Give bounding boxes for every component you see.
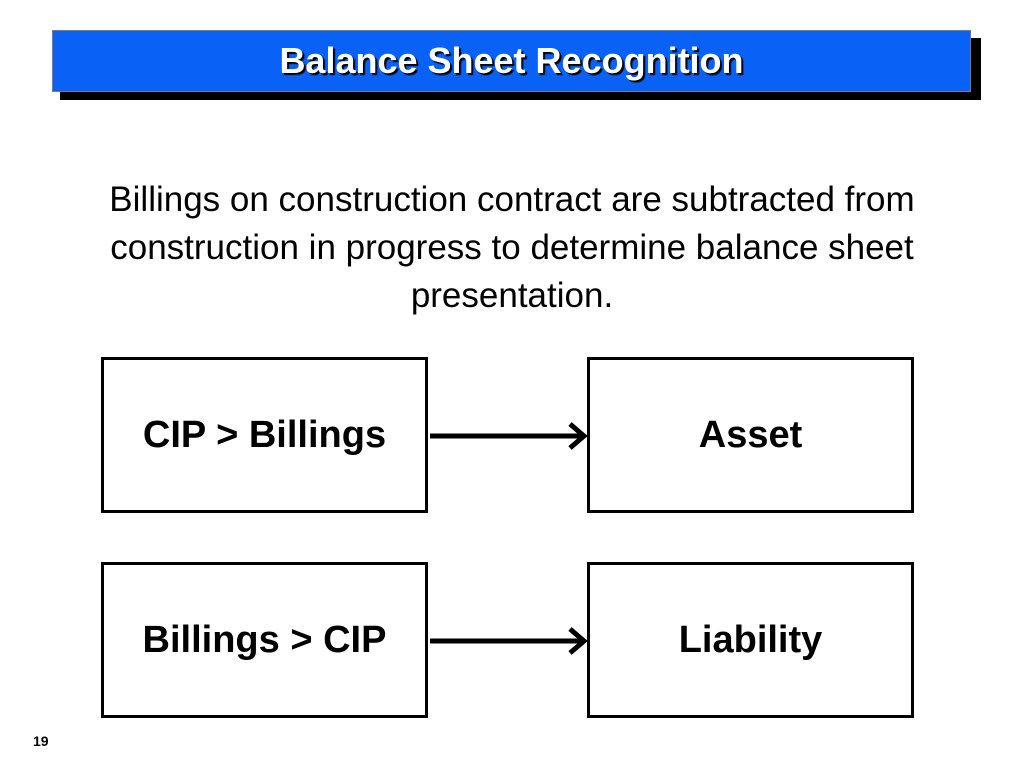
result-label: Liability — [678, 618, 823, 661]
condition-box-cip-greater: CIP > Billings — [101, 357, 428, 513]
condition-label: Billings > CIP — [142, 618, 387, 661]
arrow-right-icon — [430, 627, 588, 655]
condition-box-billings-greater: Billings > CIP — [101, 562, 428, 718]
condition-label: CIP > Billings — [142, 413, 387, 456]
slide-title: Balance Sheet Recognition — [279, 40, 744, 81]
body-text: Billings on construction contract are su… — [109, 180, 915, 315]
result-box-liability: Liability — [587, 562, 914, 718]
page-number: 19 — [33, 733, 49, 749]
result-label: Asset — [698, 413, 803, 456]
title-bar: Balance Sheet Recognition — [52, 30, 971, 92]
result-box-asset: Asset — [587, 357, 914, 513]
arrow-right-icon — [430, 422, 588, 450]
